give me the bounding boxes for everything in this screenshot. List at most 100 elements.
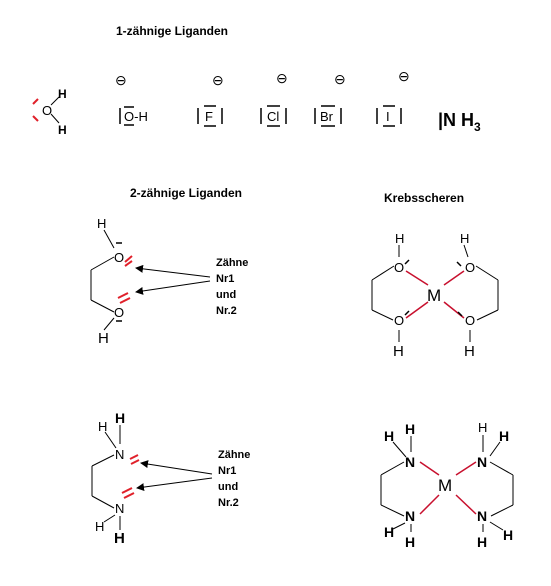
fluoride-label: F <box>205 109 213 124</box>
bond <box>103 317 115 331</box>
bromide-ion: ⊖ Br <box>314 71 346 127</box>
heading-monodentate: 1-zähnige Liganden <box>116 24 228 38</box>
chloride-label: Cl <box>267 109 279 124</box>
metal-center: M <box>438 476 452 495</box>
arrow <box>136 477 213 492</box>
bond <box>90 299 115 313</box>
charge-symbol: ⊖ <box>212 72 224 88</box>
right-nitrogen-bottom: N <box>477 508 487 524</box>
iodide-label: I <box>386 109 390 124</box>
diamine-hydrogen-2: H <box>115 410 125 426</box>
iodide-ion: ⊖ I <box>376 68 410 127</box>
bond <box>380 504 405 517</box>
bond <box>489 441 501 457</box>
annotation-line2: Nr1 <box>218 465 236 477</box>
right-nitrogen-top: N <box>477 454 487 470</box>
charge-symbol: ⊖ <box>334 71 346 87</box>
bond <box>490 504 514 517</box>
coordination-bond <box>419 461 440 476</box>
right-hydrogen-top: H <box>460 231 469 246</box>
chelate-complex-oxygen: H O O H M H O O H <box>371 231 499 360</box>
chelate-complex-nitrogen: H H N N H H M H H N N H H <box>380 420 514 550</box>
annotation-line4: Nr.2 <box>218 497 239 509</box>
diol-ligand: H O O H <box>90 216 133 347</box>
lone-pair <box>404 310 410 316</box>
diol-hydrogen-bottom: H <box>98 330 109 347</box>
annotation-line1: Zähne <box>216 257 248 269</box>
diamine-hydrogen-4: H <box>114 530 125 547</box>
right-oxygen-bottom: O <box>465 313 475 328</box>
bond <box>90 256 115 271</box>
charge-symbol: ⊖ <box>115 72 127 88</box>
water-oxygen: O <box>42 103 52 118</box>
lone-pair <box>119 297 131 304</box>
charge-symbol: ⊖ <box>276 70 288 86</box>
lone-pair <box>404 259 410 265</box>
diamine-hydrogen-1: H <box>98 419 107 434</box>
arrow <box>135 264 211 278</box>
bond <box>475 265 499 281</box>
bond <box>392 522 406 530</box>
bond <box>103 229 115 249</box>
lone-pair <box>457 311 463 317</box>
right-hydrogen-2: H <box>499 428 509 444</box>
teeth-annotation-bottom: Zähne Nr1 und Nr.2 <box>136 449 250 509</box>
left-hydrogen-bottom: H <box>393 343 404 360</box>
water-hydrogen-bottom: H <box>58 123 67 137</box>
bond <box>103 514 116 523</box>
left-hydrogen-top: H <box>395 231 404 246</box>
arrow <box>140 460 213 475</box>
coordination-bond <box>443 270 465 286</box>
bromide-label: Br <box>320 109 334 124</box>
coordination-bond <box>405 301 429 319</box>
heading-bidentate: 2-zähnige Liganden <box>130 186 242 200</box>
diamine-nitrogen-bottom: N <box>115 501 124 516</box>
lone-pair <box>121 487 133 494</box>
annotation-line1: Zähne <box>218 449 250 461</box>
left-oxygen-top: O <box>394 260 404 275</box>
water-molecule: O H H <box>32 87 67 137</box>
diamine-hydrogen-3: H <box>95 519 104 534</box>
diol-oxygen-top: O <box>114 250 124 265</box>
lone-pair <box>32 115 39 122</box>
left-hydrogen-4: H <box>405 534 415 550</box>
ammonia-subscript: 3 <box>474 120 481 134</box>
hydroxide-label: O-H <box>124 109 148 124</box>
lone-pair <box>124 260 133 267</box>
bond <box>50 113 60 124</box>
coordination-bond <box>419 494 440 515</box>
left-hydrogen-1: H <box>384 428 394 444</box>
lone-pair <box>32 98 39 105</box>
lone-pair <box>130 459 140 465</box>
right-hydrogen-4: H <box>503 527 513 543</box>
coordination-bond <box>455 461 477 476</box>
bond <box>489 521 504 531</box>
left-hydrogen-2: H <box>405 421 415 437</box>
diol-oxygen-bottom: O <box>114 305 124 320</box>
annotation-line4: Nr.2 <box>216 305 237 317</box>
bond <box>380 461 405 476</box>
hydroxide-ion: ⊖ O-H <box>115 72 148 126</box>
lone-pair <box>117 292 129 299</box>
charge-symbol: ⊖ <box>398 68 410 84</box>
ammonia-molecule: |N H3 <box>438 110 481 134</box>
diamine-nitrogen-top: N <box>115 447 124 462</box>
chloride-ion: ⊖ Cl <box>260 70 288 127</box>
diol-hydrogen-top: H <box>97 216 106 231</box>
right-hydrogen-1: H <box>478 420 487 435</box>
bond <box>50 96 60 106</box>
annotation-line2: Nr1 <box>216 273 234 285</box>
lone-pair <box>124 255 133 263</box>
lone-pair <box>456 261 462 267</box>
bond <box>463 244 469 258</box>
annotation-line3: und <box>216 289 236 301</box>
bond <box>392 441 407 458</box>
diamine-ligand: H H N N H H <box>91 410 140 547</box>
lone-pair <box>123 492 135 499</box>
left-hydrogen-3: H <box>384 524 394 540</box>
left-nitrogen-bottom: N <box>405 508 415 524</box>
metal-center: M <box>427 286 441 305</box>
coordination-bond <box>405 270 429 286</box>
